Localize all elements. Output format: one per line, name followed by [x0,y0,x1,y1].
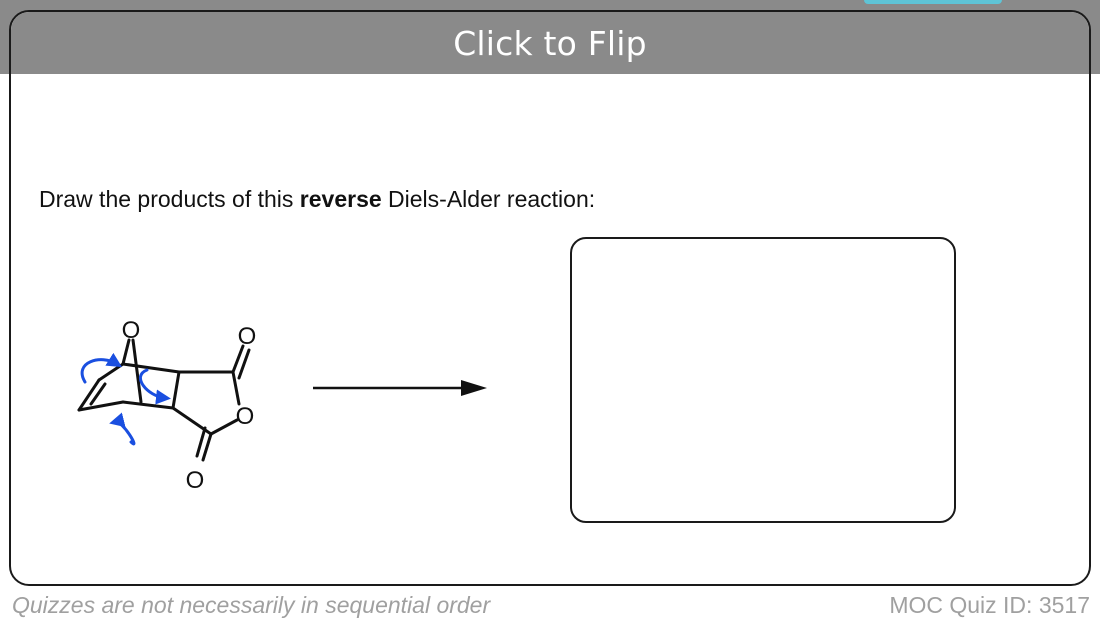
answer-box [570,237,956,523]
question-emphasis: reverse [299,186,382,212]
atom-bridge-oxygen: O [122,317,141,344]
oxanorbornene-anhydride-structure: O O O O [77,317,257,492]
flashcard[interactable]: Click to Flip Draw the products of this … [9,10,1091,586]
atom-carbonyl-top-oxygen: O [238,323,257,350]
footer-note: Quizzes are not necessarily in sequentia… [12,592,491,618]
question-text: Draw the products of this reverse Diels-… [39,186,595,213]
atom-carbonyl-bottom-oxygen: O [186,467,205,492]
click-to-flip-bar[interactable]: Click to Flip [11,12,1089,74]
quiz-id: MOC Quiz ID: 3517 [889,592,1090,618]
reaction-arrow [313,380,487,396]
question-prefix: Draw the products of this [39,186,300,212]
curved-arrow-3 [109,412,136,446]
curved-arrow-2 [139,368,171,405]
skeleton-bonds [77,338,251,462]
question-suffix: Diels-Alder reaction: [381,186,596,212]
curved-arrow-1 [80,352,123,384]
click-to-flip-label[interactable]: Click to Flip [453,23,647,63]
top-tab[interactable] [864,0,1002,4]
curved-arrows [80,352,171,446]
atom-ring-oxygen: O [236,403,255,430]
